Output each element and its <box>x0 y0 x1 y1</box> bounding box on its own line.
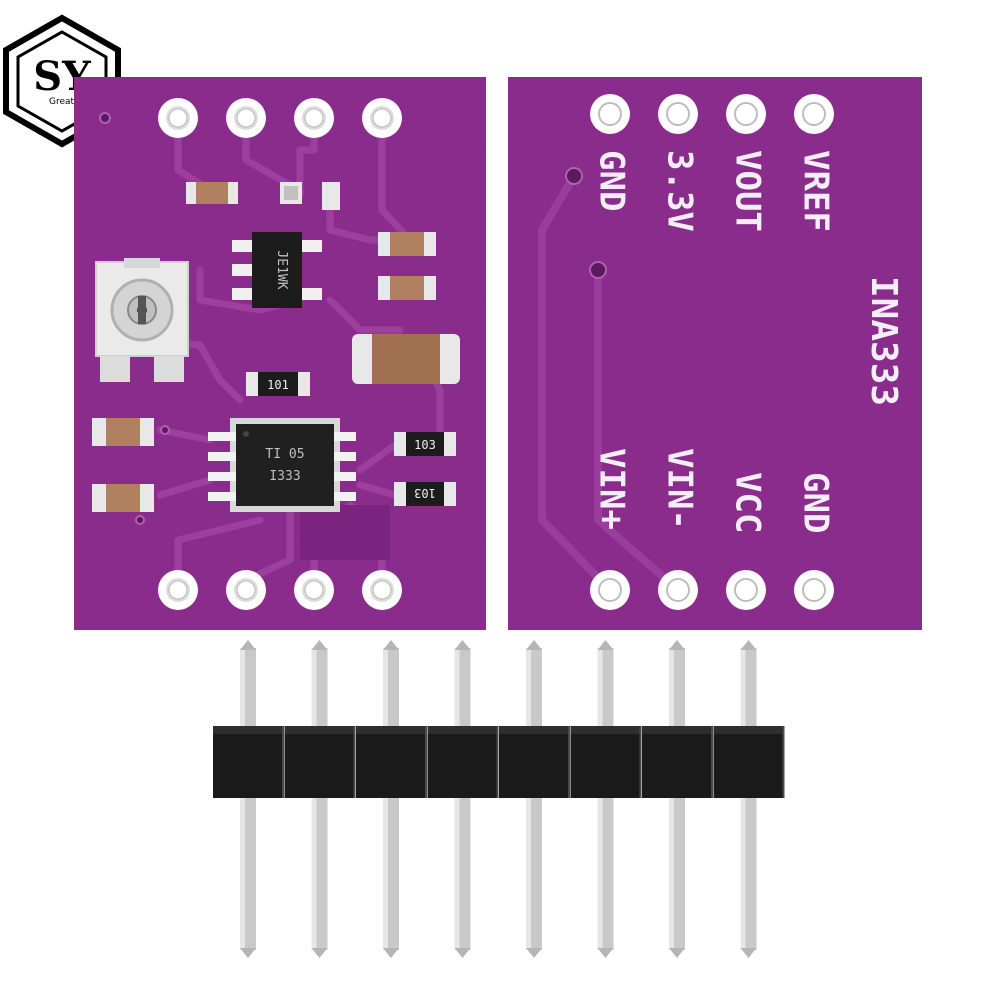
resistor-103-b: 103 <box>394 482 456 506</box>
label-vout: VOUT <box>728 150 768 232</box>
header-block <box>499 726 569 798</box>
ic-line-2: I333 <box>269 469 300 484</box>
header-block <box>284 726 355 798</box>
small-ic-marking: JE1WK <box>274 250 289 289</box>
resistor-103-a: 103 <box>394 432 456 456</box>
front-board: JE1WK 101 103 103 <box>74 77 486 630</box>
label-gnd-bottom: GND <box>796 472 836 533</box>
header-block <box>427 726 498 798</box>
back-top-pads <box>590 94 834 134</box>
header-block <box>213 726 283 798</box>
label-vcc: VCC <box>728 472 768 533</box>
pin-header <box>213 640 785 958</box>
back-board: GND 3.3V VOUT VREF VIN+ VIN- VCC GND INA… <box>508 77 922 630</box>
front-bottom-pads <box>158 570 402 610</box>
logo-tagline: Great it <box>49 97 83 107</box>
label-3v3: 3.3V <box>660 150 700 232</box>
small-ic: JE1WK <box>232 232 322 308</box>
label-vin-minus: VIN- <box>660 448 700 530</box>
header-block <box>713 726 784 798</box>
label-gnd-top: GND <box>592 150 632 211</box>
main-ic-ina333: TI 05 I333 <box>208 418 356 512</box>
svg-text:103: 103 <box>414 486 436 500</box>
label-vin-plus: VIN+ <box>592 448 632 530</box>
back-bottom-pads <box>590 570 834 610</box>
label-vref: VREF <box>796 150 836 232</box>
header-block <box>356 726 426 798</box>
resistor-101: 101 <box>246 372 310 396</box>
header-block <box>570 726 641 798</box>
svg-text:101: 101 <box>267 378 289 392</box>
smd-capacitors <box>92 182 460 512</box>
label-chip-title: INA333 <box>863 276 904 406</box>
front-top-pads <box>158 98 402 138</box>
ic-line-1: TI 05 <box>265 447 304 462</box>
header-block <box>642 726 712 798</box>
pot-slot-icon <box>138 296 146 324</box>
svg-text:103: 103 <box>414 438 436 452</box>
trimmer-potentiometer[interactable] <box>95 258 189 382</box>
